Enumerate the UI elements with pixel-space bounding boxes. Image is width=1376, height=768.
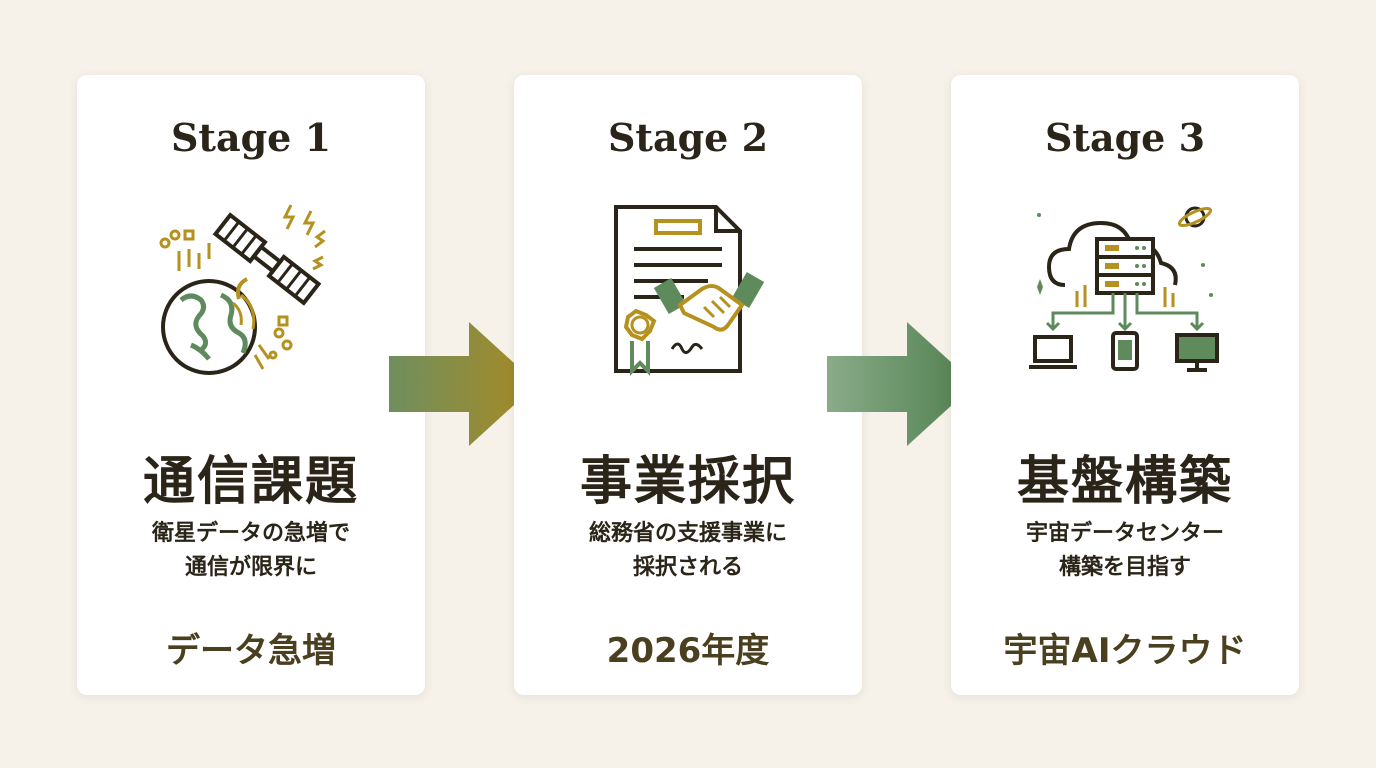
description-line-1: 衛星データの急増で (151, 521, 350, 546)
stage-card-1: Stage 1 (77, 75, 425, 695)
description-line-1: 宇宙データセンター (1025, 521, 1224, 546)
arrow-right-icon (827, 322, 975, 446)
stage-keyword: 宇宙AIクラウド (1003, 631, 1247, 671)
stage-heading: 事業採択 (579, 452, 796, 512)
stage-heading: 基盤構築 (1016, 452, 1233, 512)
cloud-server-icon (1025, 195, 1225, 395)
description-line-1: 総務省の支援事業に (588, 521, 787, 546)
stage-title: Stage 1 (170, 115, 332, 160)
stage-description: 宇宙データセンター 構築を目指す (951, 517, 1299, 585)
stage-heading: 通信課題 (142, 452, 359, 512)
stage-keyword: データ急増 (166, 631, 336, 671)
stage-keyword: 2026年度 (606, 631, 770, 671)
stage-card-2: Stage 2 事業採択 総務省の支援事業に 採択される 2026 (514, 75, 862, 695)
stage-card-3: Stage 3 (951, 75, 1299, 695)
arrow-right-icon (389, 322, 537, 446)
description-line-2: 採択される (632, 555, 743, 580)
description-line-2: 構築を目指す (1058, 555, 1191, 580)
stage-description: 総務省の支援事業に 採択される (514, 517, 862, 585)
satellite-earth-icon (151, 195, 351, 395)
description-line-2: 通信が限界に (184, 555, 317, 580)
contract-handshake-icon (588, 195, 788, 395)
stage-title: Stage 2 (607, 115, 769, 160)
stage-description: 衛星データの急増で 通信が限界に (77, 517, 425, 585)
stage-title: Stage 3 (1044, 115, 1206, 160)
